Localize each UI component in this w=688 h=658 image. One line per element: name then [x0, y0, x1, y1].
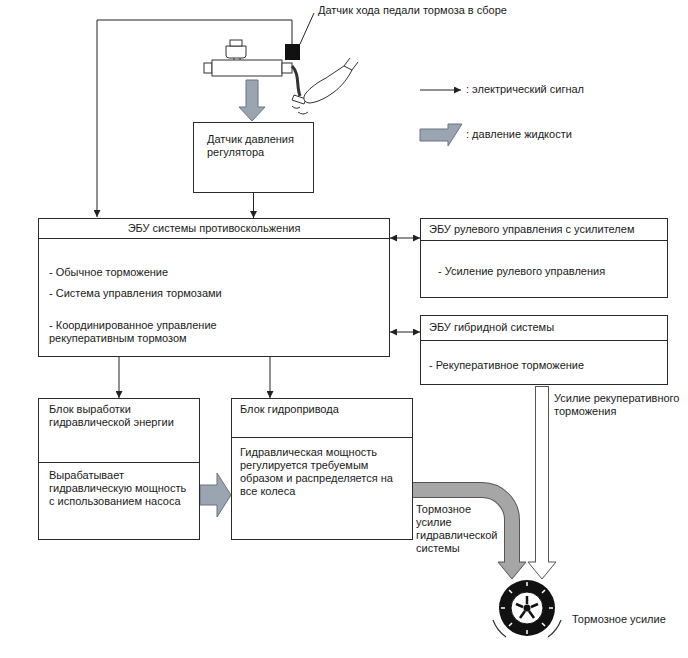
box-text: - Усиление рулевого управления: [438, 265, 657, 278]
process-box: Датчик давления регулятора: [193, 122, 314, 193]
box-heading: ЭБУ гибридной системы: [421, 316, 667, 341]
box-text: - Координированное управление рекуперати…: [49, 319, 259, 345]
leg-outline: [344, 58, 358, 70]
box-text: - Система управления тормозами: [49, 287, 379, 300]
master-cylinder: [212, 60, 282, 76]
box-text: Гидравлическая мощность регулируется тре…: [232, 438, 412, 506]
motion-marks: [292, 106, 308, 114]
band-join: [536, 558, 548, 563]
process-box: ЭБУ системы противоскольжения - Обычное т…: [38, 218, 390, 357]
stroke-sensor: [285, 44, 300, 60]
pedal-arm: [292, 66, 300, 96]
wheel-hub: [524, 605, 531, 612]
hydraulic-force-outline: [413, 490, 512, 562]
hydraulic-force-head: [498, 562, 526, 579]
box-heading: ЭБУ системы противоскольжения: [39, 219, 389, 239]
box-heading: Блок выработки гидравлической энергии: [39, 399, 199, 463]
wheel-spokes: [516, 596, 538, 618]
fluid-reservoir: [226, 46, 246, 58]
legend-text: : электрический сигнал: [466, 83, 584, 96]
force-label: Тормозное усилие: [572, 613, 682, 626]
legend-text: : давление жидкости: [466, 128, 572, 141]
signal-arrow: [390, 332, 420, 333]
box-heading: Блок гидропривода: [232, 399, 412, 438]
signal-arrow: [270, 357, 271, 398]
leader-line: [300, 13, 314, 44]
signal-arrow: [390, 238, 420, 239]
part-label: Датчик хода педали тормоза в сборе: [318, 4, 578, 17]
box-text: - Обычное торможение: [49, 266, 379, 279]
legend-signal-sample: [420, 90, 461, 91]
process-box: Блок гидроприводаГидравлическая мощность…: [231, 398, 413, 540]
hydraulic-force-band: [413, 490, 512, 562]
legend-pressure-sample: [420, 124, 462, 146]
pressure-arrow: [239, 80, 265, 121]
signal-arrow: [119, 357, 120, 398]
band-join: [505, 558, 519, 563]
box-text: Датчик давления регулятора: [194, 123, 313, 167]
motion-marks: [493, 620, 561, 637]
box-text: - Рекуперативное торможение: [429, 359, 659, 372]
regen-force-head: [528, 562, 556, 579]
process-box: Блок выработки гидравлической энергииВыр…: [38, 398, 200, 540]
driver-foot: [304, 66, 352, 103]
force-label: Тормозное усилие гидравлической системы: [416, 503, 502, 555]
signal-arrow: [253, 193, 254, 218]
cylinder-boss: [282, 63, 292, 73]
regen-force-band: [536, 387, 548, 562]
process-box: ЭБУ гибридной системы - Рекуперативное то…: [420, 315, 668, 385]
pressure-arrow: [200, 473, 231, 517]
cylinder-cap: [204, 63, 212, 73]
wheel-tire: [499, 580, 555, 636]
reservoir-cap: [230, 40, 242, 46]
box-heading: ЭБУ рулевого управления с усилителем: [421, 219, 667, 241]
box-text: Вырабатывает гидравлическую мощность с и…: [39, 463, 199, 516]
regen-force-outline: [535, 386, 549, 562]
wheel-rim: [511, 592, 543, 624]
process-box: ЭБУ рулевого управления с усилителем - Ус…: [420, 218, 668, 298]
tire-tread: [501, 582, 553, 634]
force-label: Усилие рекуперативного торможения: [554, 392, 684, 418]
